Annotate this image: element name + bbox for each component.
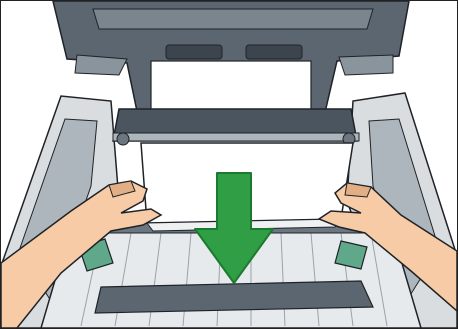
roller-unit [113, 109, 359, 145]
